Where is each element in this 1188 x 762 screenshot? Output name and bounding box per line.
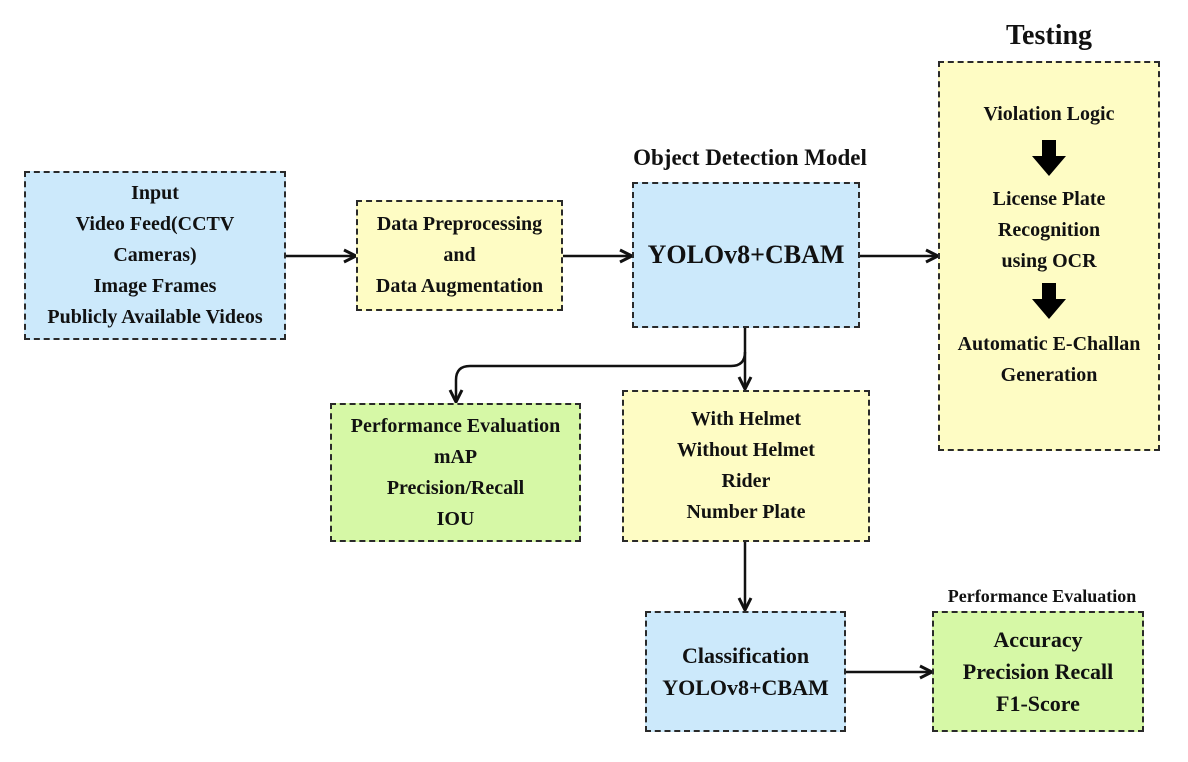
- metric-line: Precision Recall: [962, 658, 1114, 684]
- classification-line: Classification: [681, 642, 810, 668]
- detection-model-label: YOLOv8+CBAM: [647, 240, 845, 269]
- echallan-step-line: Generation: [1000, 364, 1098, 386]
- perf-line: IOU: [436, 507, 475, 530]
- class-line: With Helmet: [690, 408, 802, 430]
- class-line: Rider: [721, 470, 771, 492]
- class-line: Number Plate: [686, 501, 806, 523]
- object-detection-title: Object Detection Model: [633, 145, 867, 170]
- down-arrow-icon: [1032, 140, 1066, 176]
- input-line: Input: [131, 182, 179, 204]
- echallan-step-line: Automatic E-Challan: [957, 333, 1141, 355]
- testing-title: Testing: [1005, 20, 1093, 51]
- down-arrow-icon: [1032, 283, 1066, 319]
- classification-line: YOLOv8+CBAM: [662, 674, 829, 700]
- preprocess-line: Data Augmentation: [375, 275, 544, 297]
- classification-box: Classification YOLOv8+CBAM: [645, 611, 846, 732]
- detected-classes-box: With Helmet Without Helmet Rider Number …: [622, 390, 870, 542]
- input-line: Image Frames: [93, 275, 217, 297]
- lpr-step-line: License Plate: [992, 188, 1106, 210]
- preprocess-line: and: [443, 244, 476, 266]
- input-line: Publicly Available Videos: [47, 306, 263, 328]
- perf-line: Performance Evaluation: [350, 414, 561, 437]
- testing-box: Violation Logic License Plate Recognitio…: [938, 61, 1160, 451]
- metric-line: Accuracy: [993, 626, 1083, 652]
- preprocess-line: Data Preprocessing: [376, 213, 543, 235]
- input-box: Input Video Feed(CCTV Cameras) Image Fra…: [24, 171, 286, 340]
- violation-logic-step: Violation Logic: [983, 103, 1115, 125]
- metric-line: F1-Score: [996, 690, 1080, 716]
- input-line: Video Feed(CCTV: [75, 213, 235, 235]
- lpr-step-line: using OCR: [1001, 250, 1097, 272]
- perf-line: mAP: [433, 445, 478, 468]
- performance-evaluation-box: Performance Evaluation mAP Precision/Rec…: [330, 403, 581, 542]
- performance-evaluation-title: Performance Evaluation: [947, 586, 1137, 606]
- input-line: Cameras): [113, 244, 197, 266]
- preprocessing-box: Data Preprocessing and Data Augmentation: [356, 200, 563, 311]
- perf-line: Precision/Recall: [386, 476, 525, 499]
- lpr-step-line: Recognition: [997, 219, 1101, 241]
- classification-metrics-box: Accuracy Precision Recall F1-Score: [932, 611, 1144, 732]
- detection-model-box: YOLOv8+CBAM: [632, 182, 860, 328]
- class-line: Without Helmet: [677, 439, 815, 461]
